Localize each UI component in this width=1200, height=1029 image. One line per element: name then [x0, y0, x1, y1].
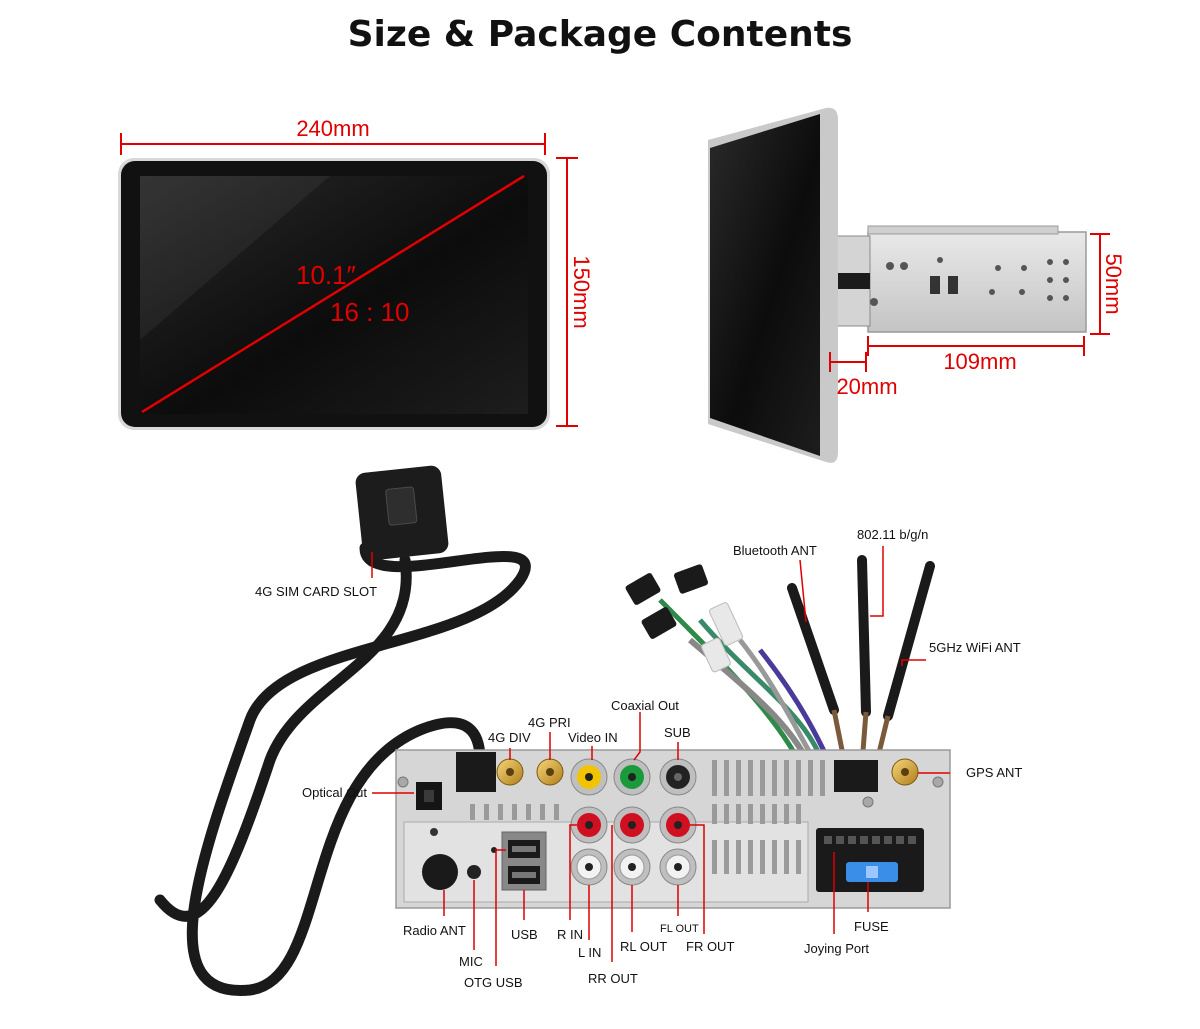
mic-port	[467, 865, 481, 879]
diagonal-label: 10.1″	[296, 260, 356, 290]
depth-dimension: 109mm 20mm	[829, 336, 1085, 399]
r-in-label: R IN	[557, 927, 583, 942]
depth-chassis-label: 109mm	[943, 349, 1016, 374]
callout-lines	[372, 712, 950, 966]
chassis-top-edge	[867, 225, 1059, 235]
fr-out-label: FR OUT	[686, 939, 734, 954]
rear-panel	[395, 749, 951, 909]
height-label: 150mm	[569, 255, 594, 328]
diagonal-line	[141, 174, 525, 414]
bluetooth-antenna	[787, 583, 839, 715]
sim-card-module: 4G SIM CARD SLOT	[154, 465, 531, 996]
depth-bezel-label: 20mm	[836, 374, 897, 399]
l-in-label: L IN	[578, 945, 601, 960]
chassis-body	[867, 231, 1087, 333]
rl-out-label: RL OUT	[620, 939, 667, 954]
connector-plug	[625, 573, 661, 605]
sim-cable	[186, 542, 531, 996]
can-label-tag	[708, 602, 744, 646]
screen-reflection	[140, 176, 330, 340]
side-screen	[710, 114, 820, 456]
gps-ant-label: GPS ANT	[966, 765, 1022, 780]
chassis-height-label: 50mm	[1101, 253, 1126, 314]
fl-out-label: FL OUT	[660, 923, 699, 935]
radio-ant-port	[422, 854, 458, 890]
sim-connector	[456, 752, 496, 792]
page-title: Size & Package Contents	[347, 14, 853, 55]
wifi-5-antenna	[883, 561, 935, 721]
4g-pri-label: 4G PRI	[528, 715, 571, 730]
otg-usb-label: OTG USB	[464, 975, 523, 990]
video-in-label: Video IN	[568, 730, 618, 745]
chassis-height-dimension: 50mm	[1090, 233, 1126, 335]
4g-div-label: 4G DIV	[488, 730, 531, 745]
joying-port	[816, 828, 924, 892]
sim-slot-label: 4G SIM CARD SLOT	[255, 584, 377, 599]
sim-card-icon	[385, 486, 418, 526]
rr-out-label: RR OUT	[588, 971, 638, 986]
bluetooth-ant-label: Bluetooth ANT	[733, 543, 817, 558]
wifi-24-label: 802.11 b/g/n	[857, 527, 928, 542]
side-view	[708, 107, 1087, 463]
wifi-5-label: 5GHz WiFi ANT	[929, 640, 1021, 655]
optical-out-label: Optical Out	[302, 785, 367, 800]
joying-port-label: Joying Port	[804, 941, 869, 956]
width-dimension: 240mm	[120, 116, 546, 155]
sub-label: SUB	[664, 725, 691, 740]
vents	[470, 760, 825, 874]
height-dimension: 150mm	[556, 157, 594, 427]
mic-label: MIC	[459, 954, 483, 969]
radio-ant-label: Radio ANT	[403, 923, 466, 938]
wifi-24-antenna	[857, 555, 871, 717]
aspect-label: 16 : 10	[330, 297, 410, 327]
usb-label: USB	[511, 927, 538, 942]
width-label: 240mm	[296, 116, 369, 141]
fuse-label: FUSE	[854, 919, 889, 934]
front-view: 10.1″ 16 : 10	[118, 158, 550, 430]
coaxial-out-label: Coaxial Out	[611, 698, 679, 713]
